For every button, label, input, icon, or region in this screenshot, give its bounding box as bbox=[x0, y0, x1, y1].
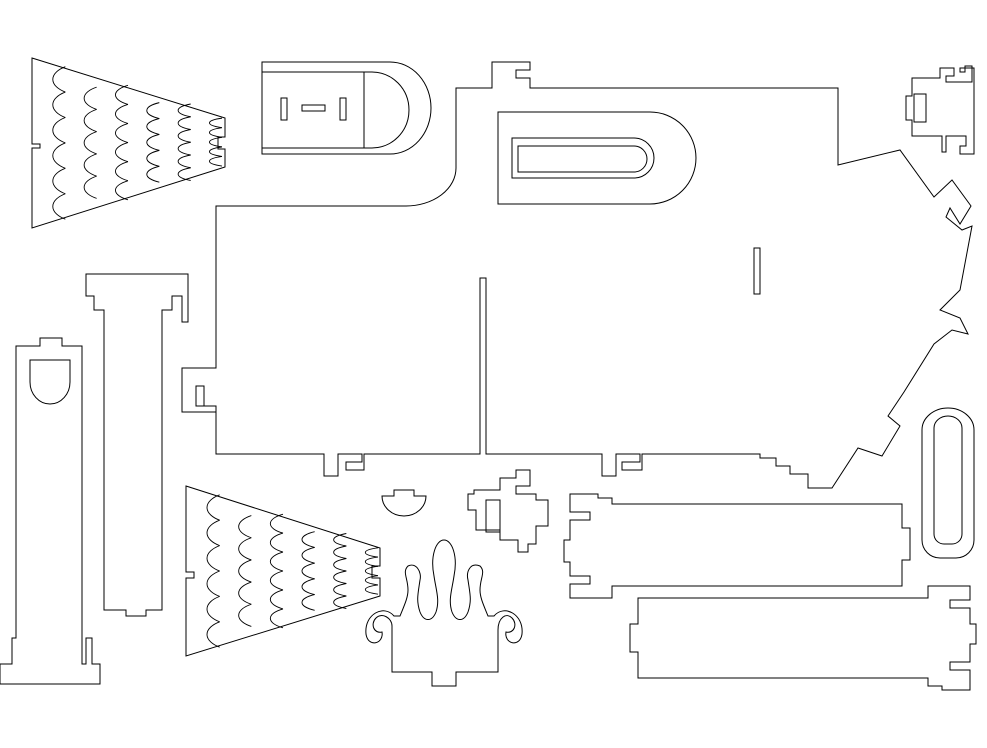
tall-pillar-middle bbox=[85, 273, 189, 617]
scale-mark bbox=[146, 165, 160, 183]
scale-mark bbox=[177, 154, 191, 169]
bench-panel-top bbox=[563, 493, 911, 599]
scale-mark bbox=[177, 103, 191, 118]
scale-mark bbox=[206, 621, 220, 648]
scale-mark bbox=[238, 559, 252, 583]
scale-mark bbox=[177, 167, 191, 181]
scale-mark bbox=[83, 153, 97, 177]
scale-mark bbox=[83, 131, 97, 155]
main-body-panel bbox=[181, 61, 973, 489]
scale-mark bbox=[364, 565, 379, 577]
seat-panel bbox=[261, 61, 432, 155]
scale-mark bbox=[115, 142, 129, 163]
crown-piece bbox=[365, 539, 523, 687]
scale-mark bbox=[52, 91, 66, 118]
scale-mark bbox=[206, 595, 220, 623]
scale-mark bbox=[83, 108, 97, 133]
scale-mark bbox=[209, 136, 223, 148]
dome-piece bbox=[381, 489, 427, 517]
scale-mark bbox=[115, 84, 129, 105]
scale-mark bbox=[146, 149, 160, 167]
scale-mark bbox=[83, 175, 97, 199]
scale-mark bbox=[206, 519, 220, 547]
scale-mark bbox=[177, 116, 191, 130]
scale-mark bbox=[269, 589, 284, 610]
scale-mark bbox=[238, 603, 252, 627]
scale-mark bbox=[333, 583, 347, 597]
scale-mark bbox=[115, 180, 129, 201]
scale-mark bbox=[333, 545, 347, 559]
scale-mark bbox=[206, 494, 220, 521]
scale-mark bbox=[333, 570, 347, 584]
scale-mark bbox=[209, 117, 223, 129]
scale-mark bbox=[146, 118, 160, 135]
scale-mark bbox=[301, 578, 315, 596]
scale-mark bbox=[209, 156, 223, 167]
small-connector-top-right bbox=[905, 65, 975, 155]
scale-mark bbox=[269, 570, 284, 591]
scale-mark bbox=[177, 129, 191, 143]
scale-mark bbox=[301, 546, 315, 564]
scale-mark bbox=[238, 537, 252, 561]
scale-mark bbox=[52, 142, 66, 169]
scale-mark bbox=[364, 575, 379, 586]
scale-mark bbox=[364, 547, 379, 558]
scale-mark bbox=[52, 167, 66, 195]
tall-pillar-left bbox=[0, 337, 101, 685]
roof-panel-scales-bottom bbox=[185, 485, 381, 657]
scale-mark bbox=[301, 594, 315, 611]
scale-mark bbox=[52, 117, 66, 144]
bench-panel-bottom bbox=[629, 585, 977, 691]
scale-mark bbox=[209, 146, 223, 157]
scale-mark bbox=[269, 532, 284, 553]
scale-mark bbox=[206, 570, 220, 597]
scale-mark bbox=[333, 558, 347, 572]
scale-mark bbox=[333, 595, 347, 609]
roof-panel-scales-top bbox=[31, 57, 226, 229]
scale-mark bbox=[177, 141, 191, 156]
scale-mark bbox=[209, 127, 223, 138]
scale-mark bbox=[238, 515, 252, 539]
window-panel bbox=[497, 111, 697, 205]
scale-mark bbox=[146, 134, 160, 151]
scale-mark bbox=[269, 513, 284, 534]
scale-mark bbox=[269, 608, 284, 629]
scale-mark bbox=[52, 193, 66, 220]
rounded-slot-panel bbox=[921, 407, 975, 559]
scale-mark bbox=[115, 103, 129, 124]
small-connector-center bbox=[467, 469, 549, 553]
scale-mark bbox=[238, 581, 252, 605]
scale-mark bbox=[301, 531, 315, 548]
scale-mark bbox=[206, 545, 220, 572]
scale-mark bbox=[364, 584, 379, 595]
scale-mark bbox=[146, 102, 160, 119]
scale-mark bbox=[364, 556, 379, 567]
scale-mark bbox=[115, 161, 129, 182]
scale-mark bbox=[83, 86, 97, 110]
scale-mark bbox=[301, 562, 315, 580]
scale-mark bbox=[52, 66, 66, 93]
scale-mark bbox=[333, 533, 347, 547]
scale-mark bbox=[269, 551, 284, 572]
scale-mark bbox=[115, 123, 129, 144]
